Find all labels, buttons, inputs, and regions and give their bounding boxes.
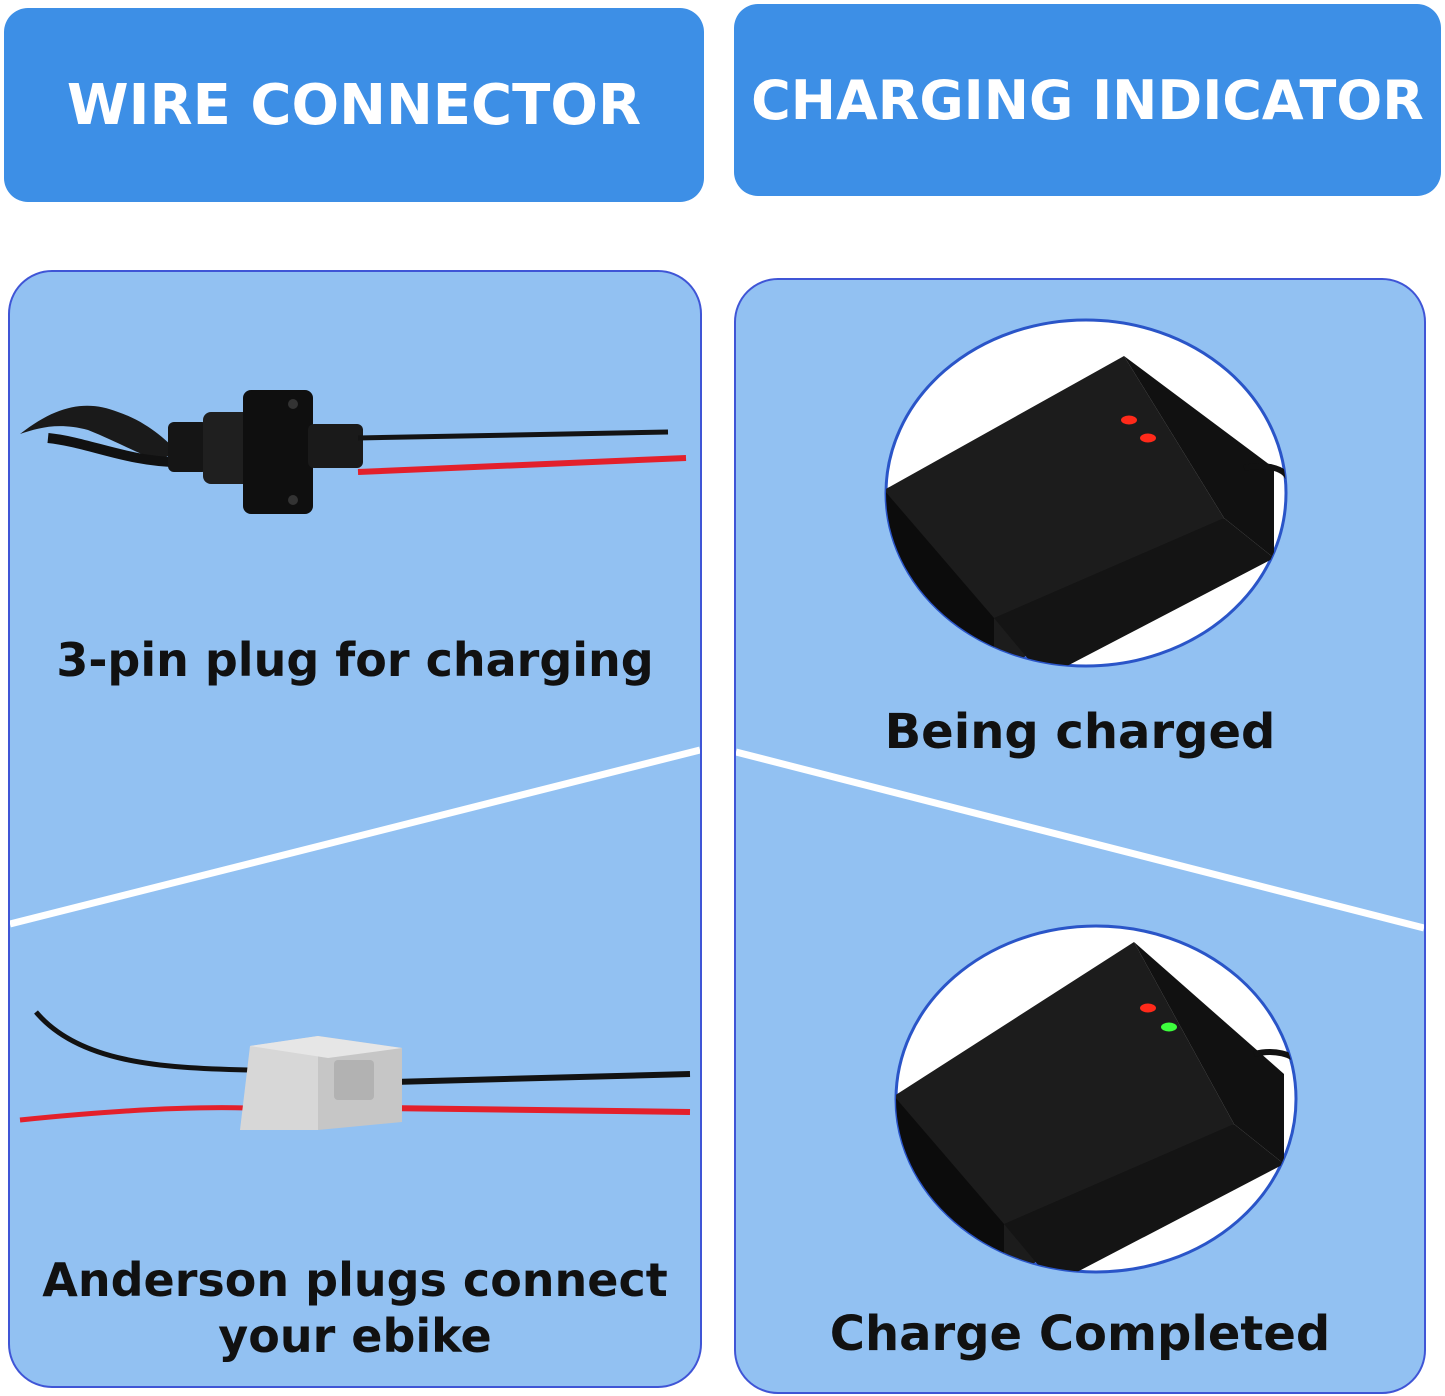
wire-connector-header: WIRE CONNECTOR — [4, 8, 704, 202]
wire-connector-panel: 3-pin plug for charging Anderson plugs c… — [8, 270, 702, 1388]
wire-connector-title: WIRE CONNECTOR — [66, 72, 642, 138]
three-pin-plug-caption: 3-pin plug for charging — [56, 633, 654, 687]
being-charged-caption: Being charged — [884, 704, 1276, 760]
led-red-2 — [1140, 433, 1156, 443]
led-red-1 — [1121, 415, 1137, 425]
led-green — [1161, 1022, 1177, 1032]
panel-divider-right — [736, 748, 1424, 932]
anderson-plug-icon — [19, 1010, 691, 1130]
charging-indicator-title: CHARGING INDICATOR — [751, 68, 1424, 132]
anderson-caption-line1: Anderson plugs connect — [42, 1253, 668, 1307]
anderson-plug-caption: Anderson plugs connect your ebike — [10, 1252, 700, 1364]
charging-indicator-header: CHARGING INDICATOR — [734, 4, 1441, 196]
three-pin-plug-icon — [20, 390, 687, 514]
charge-completed-caption: Charge Completed — [829, 1306, 1331, 1362]
charger-charging-icon — [884, 318, 1288, 668]
panel-divider-left — [10, 746, 700, 928]
anderson-caption-line2: your ebike — [218, 1309, 492, 1363]
charger-complete-icon — [894, 924, 1298, 1274]
charging-indicator-panel: Being charged Charge Completed — [734, 278, 1426, 1394]
led-red — [1140, 1003, 1156, 1013]
